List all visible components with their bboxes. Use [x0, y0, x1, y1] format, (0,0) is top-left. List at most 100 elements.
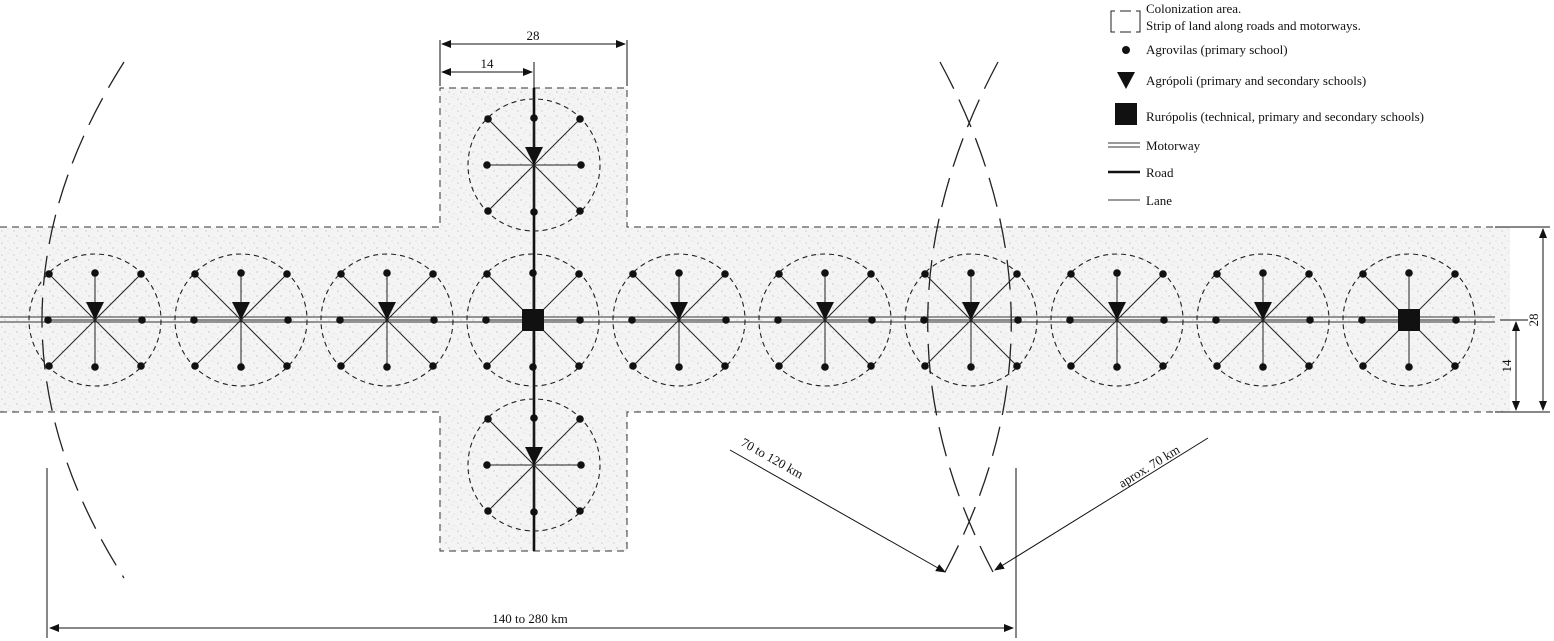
legend-colonization-line2: Strip of land along roads and motorways. [1146, 18, 1361, 33]
lane [970, 273, 1018, 321]
lane [678, 273, 726, 321]
agrovila-marker [138, 316, 146, 324]
legend-ruropolis-symbol [1115, 103, 1137, 125]
legend-agropoli-label: Agrópoli (primary and secondary schools) [1146, 73, 1366, 88]
agrovila-marker [1405, 363, 1413, 371]
lane [1262, 319, 1310, 367]
main-motorway [0, 316, 1495, 323]
agrovila-marker [576, 507, 584, 515]
agrovila-marker [1306, 316, 1314, 324]
lane [824, 319, 872, 367]
legend-motorway-symbol [1108, 142, 1140, 148]
legend-agropoli-symbol [1117, 72, 1135, 89]
agrovila-marker [722, 316, 730, 324]
agrovila-marker [774, 316, 782, 324]
agrovila-marker [45, 270, 53, 278]
lane [632, 273, 680, 321]
agrovila-marker [137, 270, 145, 278]
settlement-unit-agropoli [904, 253, 1038, 387]
agrovila-marker [1359, 270, 1367, 278]
distance-label-right: aprox. 70 km [1116, 442, 1183, 491]
unit-boundary [904, 253, 1038, 387]
agrovila-marker [1213, 270, 1221, 278]
settlement-unit-agropoli [174, 253, 308, 387]
agrovila-marker [429, 362, 437, 370]
agrovila-marker [1067, 270, 1075, 278]
legend-agrovilas-symbol [1122, 46, 1130, 54]
agrovila-marker [45, 362, 53, 370]
agrovila-marker [675, 269, 683, 277]
agrovila-marker [1213, 362, 1221, 370]
agropoli-marker [378, 302, 396, 320]
ruropolis-marker [1398, 309, 1420, 331]
distance-leaders [729, 437, 1209, 573]
settlement-units [28, 98, 1476, 532]
agrovila-marker [576, 415, 584, 423]
settlement-unit-ruropolis [1342, 253, 1476, 387]
agrovila-marker [1259, 363, 1267, 371]
lane [533, 164, 581, 212]
agrovila-marker [1305, 362, 1313, 370]
agrovila-marker [190, 316, 198, 324]
agrovila-marker [576, 316, 584, 324]
settlement-unit-agropoli [612, 253, 746, 387]
lane [1262, 273, 1310, 321]
agrovila-marker [1067, 362, 1075, 370]
agrovila-marker [1013, 362, 1021, 370]
dimension-right-total: 28 [1526, 314, 1541, 327]
lane [1216, 273, 1264, 321]
lane [340, 319, 388, 367]
lane [340, 273, 388, 321]
unit-boundary [758, 253, 892, 387]
agrovila-marker [868, 316, 876, 324]
agropoli-marker [670, 302, 688, 320]
dimension-top [439, 40, 628, 90]
lane [48, 273, 96, 321]
agrovila-marker [629, 362, 637, 370]
agrovila-marker [577, 461, 585, 469]
lane [778, 319, 826, 367]
agrovila-marker [429, 270, 437, 278]
lane [487, 464, 535, 512]
agrovila-marker [1305, 270, 1313, 278]
settlement-unit-agropoli [467, 398, 601, 532]
agrovila-marker [867, 362, 875, 370]
agrovila-marker [530, 508, 538, 516]
agrovila-marker [383, 269, 391, 277]
agrovila-marker [575, 362, 583, 370]
agrovila-marker [337, 362, 345, 370]
agrovila-marker [137, 362, 145, 370]
agrovila-marker [283, 270, 291, 278]
unit-boundary [320, 253, 454, 387]
agrovila-marker [1405, 269, 1413, 277]
agrovila-marker [967, 269, 975, 277]
agrovila-marker [430, 316, 438, 324]
agropoli-marker [816, 302, 834, 320]
unit-boundary [1050, 253, 1184, 387]
agrovila-marker [91, 269, 99, 277]
agrovila-marker [1451, 362, 1459, 370]
agrovila-marker [483, 461, 491, 469]
lane [632, 319, 680, 367]
dimension-bottom-total: 140 to 280 km [492, 611, 567, 626]
agrovila-marker [1452, 316, 1460, 324]
agrovila-marker [91, 363, 99, 371]
unit-boundary [466, 253, 600, 387]
legend-colonization-line1: Colonization area. [1146, 1, 1241, 16]
agrovila-marker [337, 270, 345, 278]
agrovila-marker [529, 363, 537, 371]
dimension-right [1495, 226, 1550, 413]
agrovila-marker [1259, 269, 1267, 277]
lane [386, 319, 434, 367]
lane [240, 319, 288, 367]
lane [1116, 319, 1164, 367]
lane [1216, 319, 1264, 367]
unit-boundary [1196, 253, 1330, 387]
lane [678, 319, 726, 367]
settlement-unit-agropoli [320, 253, 454, 387]
lane [1070, 319, 1118, 367]
dimension-top-total: 28 [527, 28, 540, 43]
agrovila-marker [482, 316, 490, 324]
agrovila-marker [921, 270, 929, 278]
agrovila-marker [336, 316, 344, 324]
